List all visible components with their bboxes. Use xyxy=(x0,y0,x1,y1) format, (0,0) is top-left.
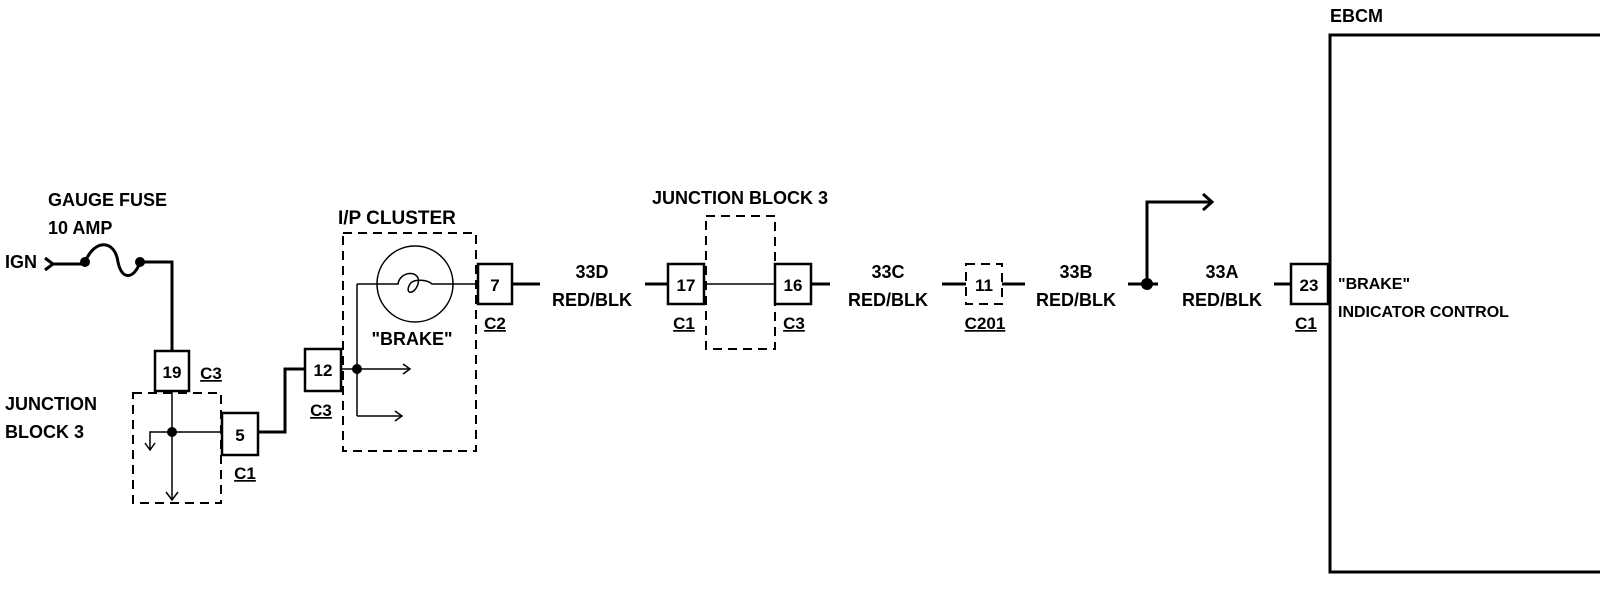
ign-arrow-icon xyxy=(44,256,56,272)
pin-7-label: 7 xyxy=(490,276,499,295)
cluster-title: I/P CLUSTER xyxy=(338,208,456,229)
pin-23-connector: C1 xyxy=(1295,314,1317,333)
pin-23-label: 23 xyxy=(1300,276,1319,295)
fuse-name: GAUGE FUSE xyxy=(48,190,167,210)
ign-label: IGN xyxy=(5,252,37,272)
junction-block-left-line1: JUNCTION xyxy=(5,394,97,414)
junction-block-left-outline xyxy=(132,392,222,504)
splice-branch-arrow-icon xyxy=(1202,192,1215,212)
jb-left-arrow-down-icon xyxy=(165,491,179,502)
cluster-arrow-2-icon xyxy=(394,410,404,422)
pin-5-label: 5 xyxy=(235,426,244,445)
junction-block-mid-title: JUNCTION BLOCK 3 xyxy=(652,188,828,208)
wire-33d-id: 33D xyxy=(575,262,608,282)
wire-jb3-cluster xyxy=(258,367,305,434)
wire-splice-branch xyxy=(1145,200,1212,284)
pin-12-label: 12 xyxy=(314,361,333,380)
pin-12-box xyxy=(303,347,343,393)
wire-33b-id: 33B xyxy=(1059,262,1092,282)
pin-5-box xyxy=(220,411,260,457)
brake-lamp-label: "BRAKE" xyxy=(371,329,452,349)
wire-33a-color: RED/BLK xyxy=(1182,290,1262,310)
wire-33b-color: RED/BLK xyxy=(1036,290,1116,310)
wire-33c-id: 33C xyxy=(871,262,904,282)
pin-16-connector: C3 xyxy=(783,314,805,333)
cluster-outline xyxy=(342,232,477,452)
ebcm-function-line2: INDICATOR CONTROL xyxy=(1338,304,1509,321)
ebcm-function-line1: "BRAKE" xyxy=(1338,276,1410,293)
inline-connector-label: C201 xyxy=(965,314,1006,333)
ebcm-outline xyxy=(1328,33,1600,574)
lamp-filament xyxy=(377,272,453,293)
jb-left-arrow-branch-icon xyxy=(144,442,156,452)
pin-17-label: 17 xyxy=(677,276,696,295)
inline-connector-box xyxy=(965,263,1003,305)
pin-7-connector: C2 xyxy=(484,314,506,333)
wire-33d-color: RED/BLK xyxy=(552,290,632,310)
fuse-rating: 10 AMP xyxy=(48,218,112,238)
ebcm-title: EBCM xyxy=(1330,6,1383,26)
pin-19-connector: C3 xyxy=(200,364,222,383)
fuse-symbol xyxy=(83,243,142,277)
pin-23-box xyxy=(1289,262,1330,306)
junction-block-left-line2: BLOCK 3 xyxy=(5,422,84,442)
junction-block-mid-outline xyxy=(705,215,776,350)
pin-19-label: 19 xyxy=(163,363,182,382)
pin-17-connector: C1 xyxy=(673,314,695,333)
jb-left-branch xyxy=(149,431,172,450)
pin-7-box xyxy=(476,262,514,306)
cluster-arrow-1-icon xyxy=(402,363,412,375)
wire-33c-color: RED/BLK xyxy=(848,290,928,310)
wire-33a-id: 33A xyxy=(1205,262,1238,282)
wire-fuse-jb3 xyxy=(140,260,174,351)
pin-16-label: 16 xyxy=(784,276,803,295)
pin-12-connector: C3 xyxy=(310,401,332,420)
inline-connector-pin: 11 xyxy=(975,276,993,295)
pin-5-connector: C1 xyxy=(234,464,256,483)
pin-16-box xyxy=(773,262,813,306)
